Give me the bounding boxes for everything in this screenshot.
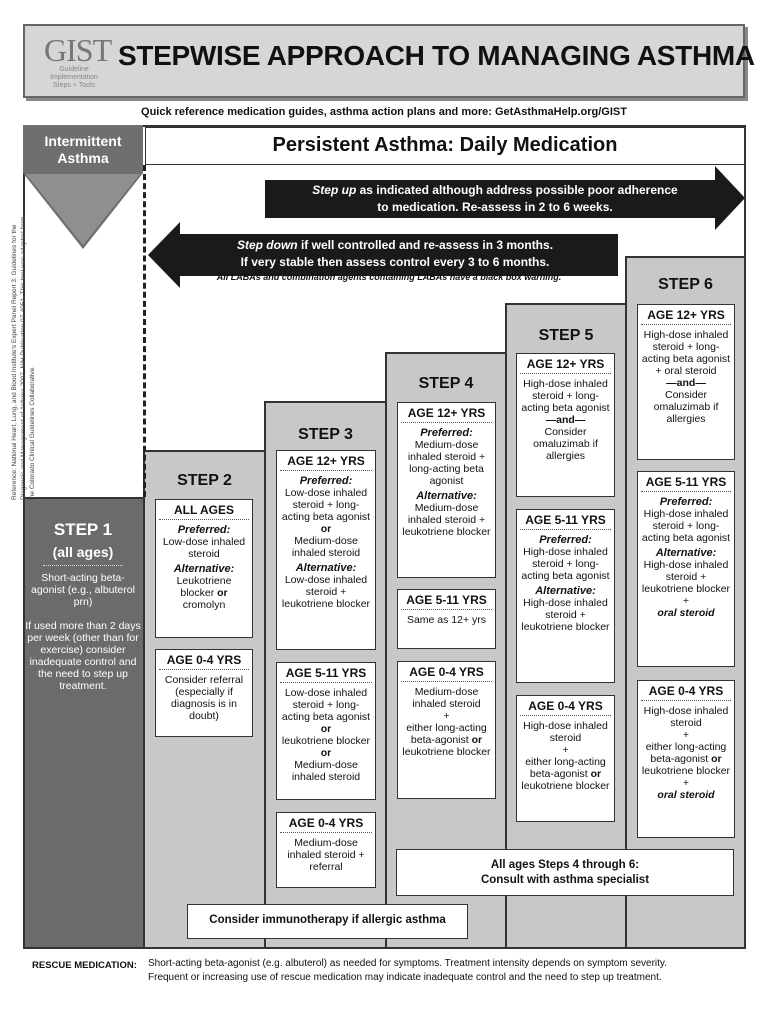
step-down-text: Step down if well controlled and re-asse… (236, 238, 554, 269)
step1-rescue-text: Short-acting beta-agonist (e.g., albuter… (31, 572, 135, 608)
header-banner (23, 24, 745, 98)
step2-all-ages-box: ALL AGES Preferred: Low-dose inhaled ste… (155, 499, 253, 638)
quick-reference-link[interactable]: Quick reference medication guides, asthm… (141, 106, 627, 118)
step5-age04-box: AGE 0-4 YRS High-dose inhaled steroid + … (516, 695, 615, 822)
step-up-text: Step up as indicated although address po… (312, 183, 678, 214)
step6-age04-box: AGE 0-4 YRS High-dose inhaled steroid + … (637, 680, 735, 838)
step6-age511-box: AGE 5-11 YRS Preferred: High-dose inhale… (637, 471, 735, 667)
dashed-divider (143, 165, 146, 497)
reference-note: Reference: National Heart, Lung, and Blo… (11, 216, 36, 500)
step3-title: STEP 3 (298, 426, 353, 443)
step-down-arrow (148, 222, 618, 288)
gist-logo: GIST (44, 32, 112, 68)
rescue-medication-label: RESCUE MEDICATION: (32, 960, 137, 971)
step5-age12-box: AGE 12+ YRS High-dose inhaled steroid + … (516, 353, 615, 497)
step4-age04-box: AGE 0-4 YRS Medium-dose inhaled steroid … (397, 661, 496, 799)
step-up-arrow (265, 166, 745, 230)
step1-title: STEP 1 (53, 520, 113, 539)
step3-age12-box: AGE 12+ YRS Preferred: Low-dose inhaled … (276, 450, 376, 650)
specialist-consult-box: All ages Steps 4 through 6: Consult with… (396, 849, 734, 896)
step1-column (23, 497, 145, 949)
page-title: STEPWISE APPROACH TO MANAGING ASTHMA (118, 40, 755, 71)
intermittent-asthma-label: Intermittent Asthma (23, 125, 143, 173)
black-box-warning: All LABAs and combination agents contain… (216, 272, 562, 282)
step1-content: STEP 1 (all ages) Short-acting beta-agon… (25, 520, 141, 692)
rescue-medication-bar (23, 947, 746, 997)
immunotherapy-box: Consider immunotherapy if allergic asthm… (187, 904, 468, 939)
step5-age511-box: AGE 5-11 YRS Preferred: High-dose inhale… (516, 509, 615, 683)
intermittent-arrow-inner (26, 174, 140, 245)
step2-title: STEP 2 (177, 472, 232, 489)
persistent-asthma-title: Persistent Asthma: Daily Medication (145, 127, 745, 165)
step3-age511-box: AGE 5-11 YRS Low-dose inhaled steroid + … (276, 662, 376, 800)
rescue-medication-text: Short-acting beta-agonist (e.g. albutero… (148, 958, 667, 983)
step4-title: STEP 4 (418, 375, 474, 392)
step4-age12-box: AGE 12+ YRS Preferred: Medium-dose inhal… (397, 402, 496, 578)
step1-stepup-text: If used more than 2 days per week (other… (25, 620, 141, 692)
step6-age12-box: AGE 12+ YRS High-dose inhaled steroid + … (637, 304, 735, 460)
step1-subtitle: (all ages) (43, 544, 123, 566)
gist-logo-tagline: Guideline Implementation Steps + Tools (50, 66, 98, 89)
step3-age04-box: AGE 0-4 YRS Medium-dose inhaled steroid … (276, 812, 376, 888)
step6-title: STEP 6 (658, 276, 713, 293)
step2-age04-box: AGE 0-4 YRS Consider referral (especiall… (155, 649, 253, 737)
step4-age511-box: AGE 5-11 YRS Same as 12+ yrs (397, 589, 496, 649)
step5-title: STEP 5 (538, 327, 594, 344)
